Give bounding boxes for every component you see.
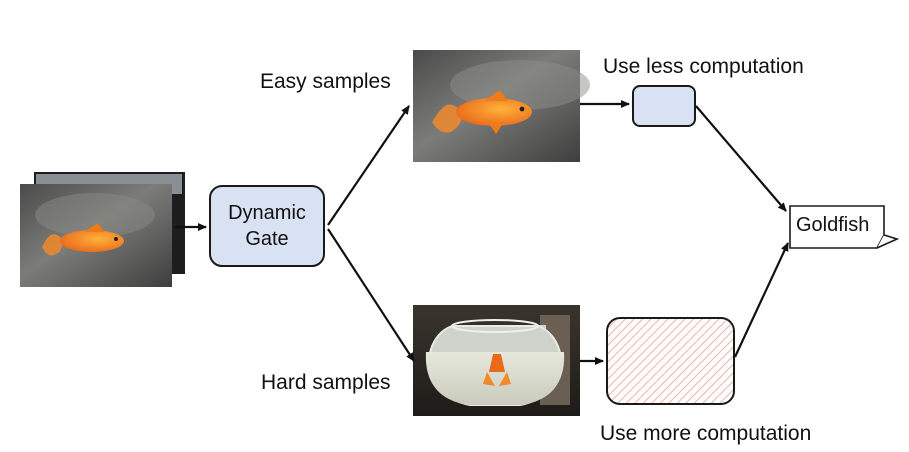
arrow-gate-to-easy [327, 105, 410, 226]
output-document-shape [789, 205, 899, 249]
goldfish-image-icon [42, 223, 124, 256]
more-computation-label: Use more computation [600, 422, 812, 445]
hard-sample-image [413, 305, 580, 416]
output-label: Goldfish [796, 214, 870, 236]
easy-samples-label: Easy samples [260, 70, 391, 93]
dynamic-gate-box: Dynamic Gate [209, 185, 325, 267]
goldfish-easy-icon [432, 90, 532, 134]
hard-samples-label: Hard samples [261, 371, 391, 394]
easy-sample-image [413, 50, 590, 162]
arrow-gate-to-hard [327, 228, 415, 362]
more-computation-box [606, 317, 735, 405]
input-image-front [20, 184, 172, 287]
arrow-less-to-output [695, 105, 787, 212]
gate-label-line2: Gate [245, 228, 289, 250]
goldfish-hard-icon [483, 354, 511, 386]
input-image-stack [20, 172, 185, 287]
less-computation-box [632, 85, 696, 127]
less-computation-label: Use less computation [603, 55, 804, 78]
gate-label-line1: Dynamic [228, 202, 306, 224]
arrow-more-to-output [734, 242, 789, 358]
